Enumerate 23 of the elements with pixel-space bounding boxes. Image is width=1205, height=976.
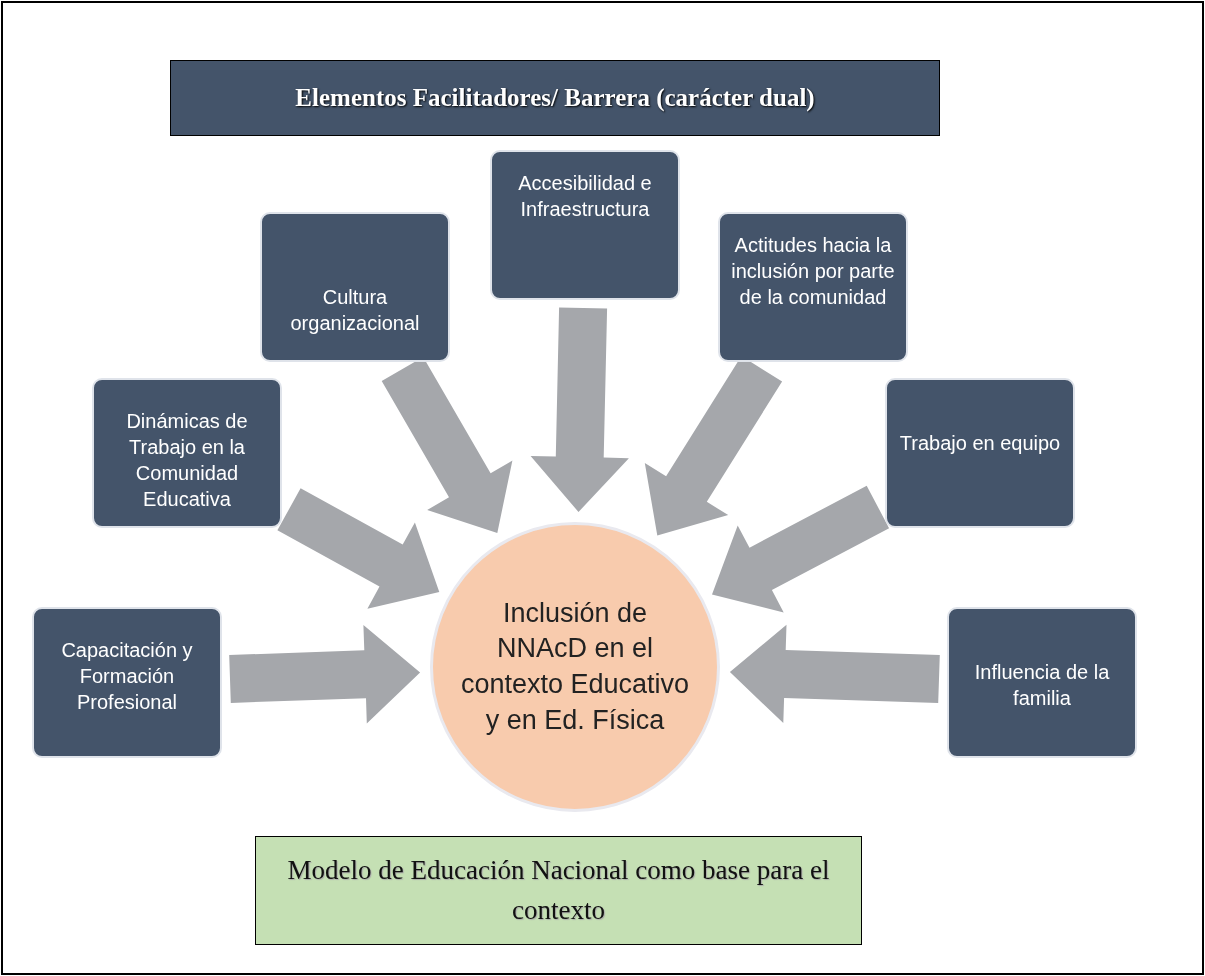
node-text: Accesibilidad e Infraestructura [517,171,653,222]
base-box [255,836,862,945]
factor-box [92,378,282,528]
title-banner: Elementos Facilitadores/ Barrera (carácter dual) [170,60,940,136]
block-arrow [712,485,890,613]
node-text: Cultura organizacional [289,285,421,336]
node-text: Capacitación y Formación Profesional [60,638,194,715]
node-text: Trabajo en equipo [899,431,1061,456]
factor-box [32,607,222,758]
node-text: Dinámicas de Trabajo en la Comunidad Educativa [125,409,249,512]
node-text: Influencia de la familia [973,660,1111,711]
node-text: Modelo de Educación Nacional como base para el contexto [286,854,831,927]
factor-box [260,212,450,362]
factor-box [947,607,1137,758]
block-arrow [229,625,421,724]
factor-box [885,378,1075,528]
node-text: Inclusión de NNAcD en el contexto Educativo y en Ed. Física [459,596,691,737]
node-text: Actitudes hacia la inclusión por parte de la comunidad [730,233,896,310]
block-arrow [277,488,440,609]
block-arrow [530,307,629,512]
factor-box [490,150,680,300]
factor-box [718,212,908,362]
block-arrow [729,624,940,724]
